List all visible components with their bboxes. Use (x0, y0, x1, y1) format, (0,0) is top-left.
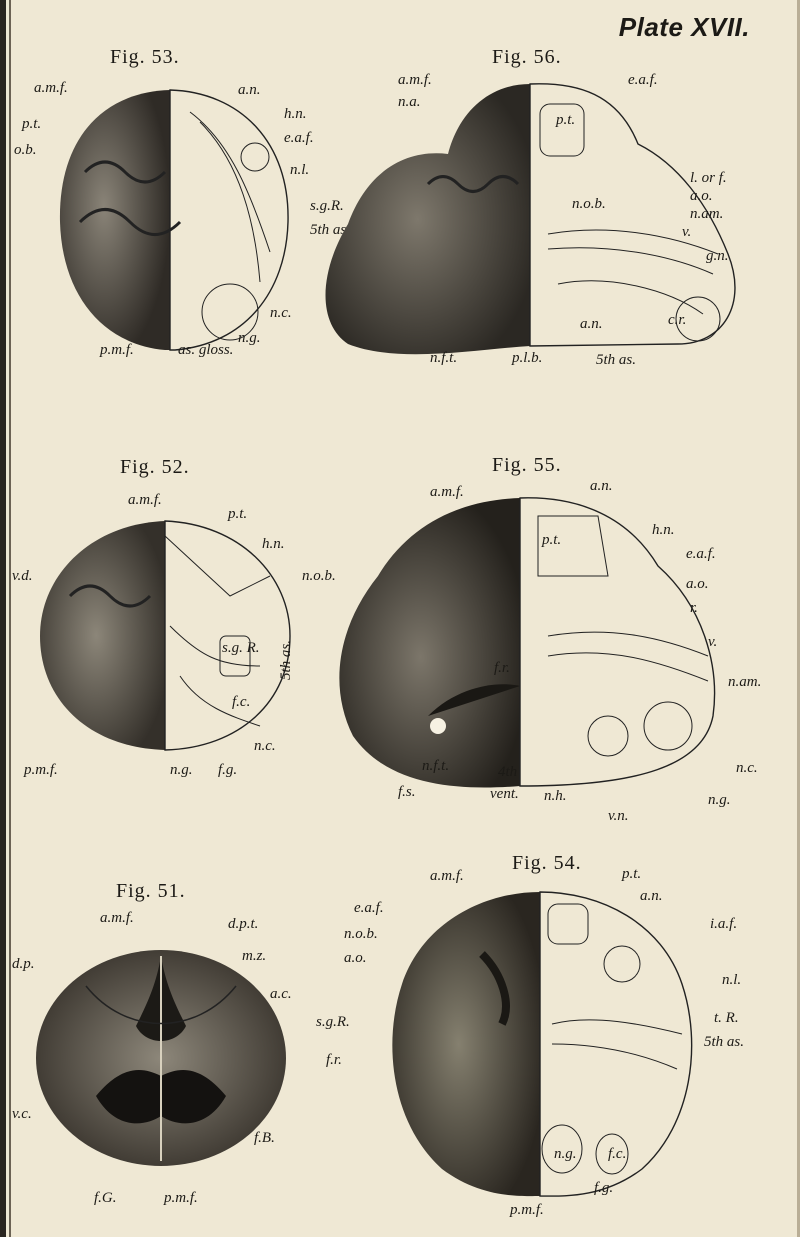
fig51-label-pmf: p.m.f. (164, 1190, 198, 1206)
fig53-label-ng: n.g. (238, 330, 261, 346)
fig54-label-ng: n.g. (554, 1146, 577, 1162)
fig54-label-an: a.n. (640, 888, 663, 904)
fig53-label-ob: o.b. (14, 142, 37, 158)
fig56-label-v: v. (682, 224, 692, 240)
fig53-section-drawing (59, 89, 289, 351)
fig55-label-hn: h.n. (652, 522, 675, 538)
fig55-label-nc: n.c. (736, 760, 758, 776)
fig54-label-pmf: p.m.f. (510, 1202, 544, 1218)
right-page-edge (797, 0, 800, 1237)
fig53-label-asgloss: as. gloss. (178, 342, 234, 358)
fig56-label-eaf: e.a.f. (628, 72, 658, 88)
left-binding-line (9, 0, 11, 1237)
fig55-label-nob: n.o.b. (302, 568, 336, 584)
fig54-label-fr: f.r. (326, 1052, 342, 1068)
fig54-label-amf: a.m.f. (430, 868, 464, 884)
fig55-label-vent: vent. (490, 786, 519, 802)
fig51-label-fG: f.G. (94, 1190, 117, 1206)
fig54-label-eaf: e.a.f. (354, 900, 384, 916)
fig53-label-nl: n.l. (290, 162, 310, 178)
fig54-label-tR: t. R. (714, 1010, 739, 1026)
fig52-label-sgR: s.g. R. (222, 640, 260, 656)
fig54-label-ao: a.o. (344, 950, 367, 966)
fig55-label-nam: n.am. (728, 674, 762, 690)
fig54-section-drawing (392, 891, 693, 1197)
fig55-label-nft: n.f.t. (422, 758, 450, 774)
fig51-label-fB: f.B. (254, 1130, 275, 1146)
plate-title: Plate XVII. (618, 12, 750, 42)
fig51-label-mz: m.z. (242, 948, 267, 964)
fig55-label-fr: f.r. (494, 660, 510, 676)
fig55-label-v: v. (708, 634, 718, 650)
fig53-label-hn: h.n. (284, 106, 307, 122)
fig54-title: Fig. 54. (512, 852, 582, 874)
fig53-label-eaf: e.a.f. (284, 130, 314, 146)
fig52-section-drawing (40, 520, 291, 751)
fig51-label-amf: a.m.f. (100, 910, 134, 926)
fig53-label-sgR: s.g.R. (310, 198, 344, 214)
fig55-label-amf: a.m.f. (430, 484, 464, 500)
fig56-label-amf: a.m.f. (398, 72, 432, 88)
fig55-label-an: a.n. (590, 478, 613, 494)
fig55-label-pt: p.t. (542, 532, 562, 548)
fig52-title: Fig. 52. (120, 456, 190, 478)
fig53-label-pmf: p.m.f. (100, 342, 134, 358)
fig55-label-fs: f.s. (398, 784, 416, 800)
fig55-label-r: r. (690, 600, 698, 616)
fig56-label-pt: p.t. (556, 112, 576, 128)
fig52-label-5thas: 5th as. (278, 639, 294, 680)
fig52-label-pt: p.t. (228, 506, 248, 522)
fig54-label-nl: n.l. (722, 972, 742, 988)
fig56-label-nam: n.am. (690, 206, 724, 222)
fig52-label-hn: h.n. (262, 536, 285, 552)
fig52-label-vd: v.d. (12, 568, 33, 584)
fig56-label-nob: n.o.b. (572, 196, 606, 212)
fig52-label-ng: n.g. (170, 762, 193, 778)
fig56-label-nft: n.f.t. (430, 350, 458, 366)
fig54-label-5thas: 5th as. (704, 1034, 745, 1050)
fig51-label-vc: v.c. (12, 1106, 32, 1122)
fig52-label-nc: n.c. (254, 738, 276, 754)
fig55-label-ao: a.o. (686, 576, 709, 592)
fig51-label-dp: d.p. (12, 956, 35, 972)
left-binding-edge (0, 0, 6, 1237)
fig53-label-amf: a.m.f. (34, 80, 68, 96)
fig53-label-pt: p.t. (22, 116, 42, 132)
fig54-label-fc: f.c. (608, 1146, 627, 1162)
fig53-label-an: a.n. (238, 82, 261, 98)
fig55-label-eaf: e.a.f. (686, 546, 716, 562)
fig55-title: Fig. 55. (492, 454, 562, 476)
fig56-label-na: n.a. (398, 94, 421, 110)
fig56-label-ao: a.o. (690, 188, 713, 204)
fig55-label-ng: n.g. (708, 792, 731, 808)
fig56-label-cr: c.r. (668, 312, 687, 328)
fig56-label-gn: g.n. (706, 248, 729, 264)
fig55-label-4th: 4th (498, 764, 518, 780)
fig54-label-iaf: i.a.f. (710, 916, 738, 932)
fig54-label-nob: n.o.b. (344, 926, 378, 942)
fig56-section-drawing (325, 83, 736, 355)
fig55-label-nh: n.h. (544, 788, 567, 804)
fig53-label-5thas: 5th as. (310, 222, 351, 238)
fig51-label-dpt: d.p.t. (228, 916, 259, 932)
fig54-label-fg: f.g. (594, 1180, 614, 1196)
fig52-label-fg: f.g. (218, 762, 238, 778)
fig55-section-drawing (339, 497, 716, 788)
fig52-label-fc: f.c. (232, 694, 251, 710)
fig55-label-vn: v.n. (608, 808, 629, 824)
fig54-label-sgR: s.g.R. (316, 1014, 350, 1030)
fig53-title: Fig. 53. (110, 46, 180, 68)
fig56-label-plb: p.l.b. (512, 350, 543, 366)
fig52-label-amf: a.m.f. (128, 492, 162, 508)
fig56-label-lorf: l. or f. (690, 170, 727, 186)
fig56-title: Fig. 56. (492, 46, 562, 68)
fig56-label-5thas: 5th as. (596, 352, 637, 368)
fig52-label-pmf: p.m.f. (24, 762, 58, 778)
fig53-label-nc: n.c. (270, 305, 292, 321)
fig56-label-an: a.n. (580, 316, 603, 332)
fig54-label-pt: p.t. (622, 866, 642, 882)
fig51-label-ac: a.c. (270, 986, 292, 1002)
fig51-title: Fig. 51. (116, 880, 186, 902)
fig51-section-drawing (36, 950, 286, 1166)
